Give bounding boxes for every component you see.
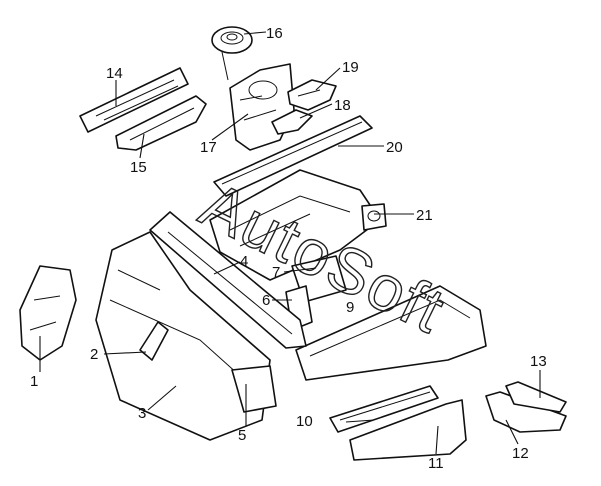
callout-14: 14 [106,65,123,82]
part-19-bracket [287,79,337,111]
callout-13: 13 [530,353,547,370]
part-17-strut-tower [229,63,295,151]
callout-16: 16 [266,25,283,42]
part-15-lower-rail [115,95,207,151]
leader-lines [39,31,541,455]
part-9-side-member [295,285,487,381]
callout-5: 5 [238,427,246,444]
callout-17: 17 [200,139,217,156]
callout-21: 21 [416,207,433,224]
part-20-rail [213,115,373,197]
callout-10: 10 [296,413,313,430]
callout-9: 9 [346,299,354,316]
callout-6: 6 [262,292,270,309]
part-21-mount [361,203,387,231]
part-13-bracket [505,381,567,413]
part-10-rail [329,385,439,433]
callout-20: 20 [386,139,403,156]
part-12-bracket [485,391,567,433]
part-5-bracket [231,365,277,413]
callout-12: 12 [512,445,529,462]
part-1-side-panel [19,265,77,361]
callout-18: 18 [334,97,351,114]
callout-2: 2 [90,346,98,363]
callout-7: 7 [272,264,280,281]
callout-4: 4 [240,253,248,270]
callout-11: 11 [428,455,444,472]
part-center-floor [209,169,381,281]
callout-15: 15 [130,159,147,176]
callout-1: 1 [30,373,38,390]
part-18-small-bracket [271,109,313,135]
part-2-bracket [139,321,169,361]
part-14-rail-panel [79,67,189,133]
callout-numbers: 1 2 3 4 5 6 7 9 10 11 12 13 14 15 16 17 … [30,25,547,472]
callout-19: 19 [342,59,359,76]
part-4-cross-member [149,211,307,349]
part-16-cap [211,26,253,81]
callout-3: 3 [138,405,146,422]
